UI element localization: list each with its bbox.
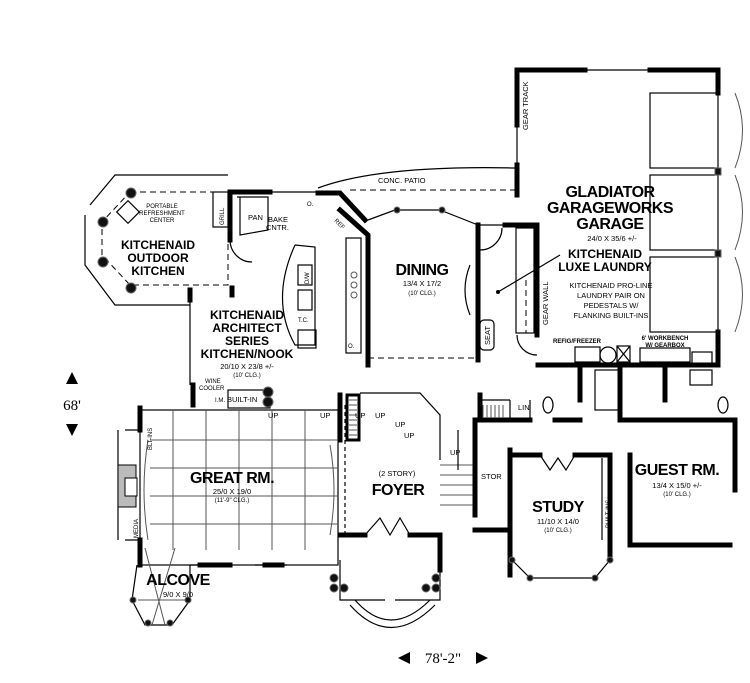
garage-size: 24/0 X 35/6 +/- [587, 234, 637, 243]
trash-compactor-label: T.C. [298, 318, 309, 324]
media-label: MEDIA [134, 519, 140, 538]
kitchen-name-2: ARCHITECT [212, 321, 282, 335]
pantry-label: PAN [248, 213, 263, 222]
up-label-6: UP [268, 411, 278, 420]
dishwasher-label: D/W [305, 272, 311, 284]
arrow-left-icon [398, 652, 410, 664]
kitchen-name-1: KITCHENAID [210, 308, 284, 322]
study-size: 11/10 X 14/0 [537, 517, 579, 526]
built-ins-label: BLT-INS [148, 428, 154, 450]
great-room [117, 405, 346, 568]
bake-center-label-2: CNTR. [266, 223, 289, 232]
refig-freezer-label: REFIG/FREEZER [553, 339, 602, 345]
guest-room-size: 13/4 X 15/0 +/- [652, 481, 702, 490]
garage-name-2: GARAGEWORKS [547, 200, 674, 217]
garage-name-1: GLADIATOR [565, 184, 655, 201]
guest-room-name: GUEST RM. [635, 462, 719, 479]
width-dimension-label: 78'-2" [425, 651, 461, 667]
dining-ceiling: (10' CLG.) [408, 291, 436, 297]
alcove [129, 547, 192, 627]
foyer [329, 392, 478, 628]
portable-center-2: REFRESHMENT [139, 211, 185, 217]
laundry-note-3: PEDESTALS W/ [584, 301, 640, 310]
wine-cooler-label-2: COOLER [199, 386, 225, 392]
study-ceiling: (10' CLG.) [544, 528, 572, 534]
up-label-7: UP [320, 411, 330, 420]
dining-name: DINING [396, 262, 449, 279]
kitchen-ceiling: (10' CLG.) [233, 373, 261, 379]
bake-center-label-1: BAKE [268, 215, 288, 224]
up-label-5: UP [450, 448, 460, 457]
depth-dimension-label: 68' [63, 398, 81, 414]
patio-edge [317, 167, 516, 189]
ice-maker-label: I.M. [215, 398, 225, 404]
kitchen-name-3: SERIES [225, 334, 269, 348]
up-label-1: UP [355, 411, 365, 420]
study [508, 452, 614, 582]
workbench-label-2: W/ GEARBOX [645, 343, 684, 349]
laundry-note-1: KITCHENAID PRO-LINE [570, 281, 653, 290]
gear-track-label: GEAR TRACK [521, 81, 530, 130]
workbench-label-1: 6' WORKBENCH [642, 336, 689, 342]
laundry [496, 222, 561, 356]
laundry-note-4: FLANKING BUILT-INS [574, 311, 649, 320]
oven-label: O. [307, 202, 314, 208]
grill-label: GRILL [220, 207, 226, 225]
kitchen-name-4: KITCHEN/NOOK [201, 347, 294, 361]
hall [472, 362, 738, 578]
alcove-size: 9/0 X 9/0 [163, 590, 193, 599]
up-label-4: UP [404, 431, 414, 440]
ref-label: REF [333, 218, 346, 231]
portable-center-1: PORTABLE [146, 204, 177, 210]
outdoor-kitchen-name-1: KITCHENAID [121, 238, 195, 252]
linen-label: LIN [518, 403, 530, 412]
great-room-name: GREAT RM. [190, 470, 274, 487]
arrow-up-icon [66, 372, 78, 384]
depth-dimension: 68' [63, 372, 81, 436]
study-name: STUDY [532, 499, 585, 516]
oven-label-2: O. [348, 344, 355, 350]
up-label-3: UP [395, 420, 405, 429]
laundry-name-1: KITCHENAID [568, 247, 642, 261]
great-room-ceiling: (11'-9" CLG.) [215, 498, 250, 504]
arrow-down-icon [66, 424, 78, 436]
up-label-2: UP [375, 411, 385, 420]
wine-cooler-label-1: WINE [205, 379, 221, 385]
outdoor-kitchen-name-2: OUTDOOR [127, 251, 189, 265]
study-built-ins-label: BUILT-INS [606, 500, 612, 528]
outdoor-kitchen [84, 174, 229, 306]
guest-room-ceiling: (10' CLG.) [663, 492, 691, 498]
conc-patio-label: CONC. PATIO [378, 176, 426, 185]
seat-label: SEAT [483, 326, 492, 345]
laundry-note-2: LAUNDRY PAIR ON [577, 291, 645, 300]
width-dimension: 78'-2" [398, 651, 488, 667]
dining [336, 206, 505, 368]
great-room-size: 25/0 X 19/0 [213, 487, 251, 496]
storage-label: STOR [481, 472, 502, 481]
foyer-name: FOYER [372, 482, 426, 499]
arrow-right-icon [476, 652, 488, 664]
kitchen [187, 189, 369, 443]
garage [514, 67, 743, 368]
garage-name-3: GARAGE [576, 216, 644, 233]
gear-wall-label: GEAR WALL [541, 282, 550, 325]
alcove-name: ALCOVE [146, 572, 211, 589]
foyer-2-story: (2 STORY) [379, 469, 416, 478]
portable-center-3: CENTER [150, 218, 175, 224]
kitchen-size: 20/10 X 23/8 +/- [220, 362, 274, 371]
outdoor-kitchen-name-3: KITCHEN [131, 264, 184, 278]
laundry-name-2: LUXE LAUNDRY [558, 260, 652, 274]
built-in-label: BUILT-IN [227, 395, 257, 404]
dining-size: 13/4 X 17/2 [403, 279, 441, 288]
